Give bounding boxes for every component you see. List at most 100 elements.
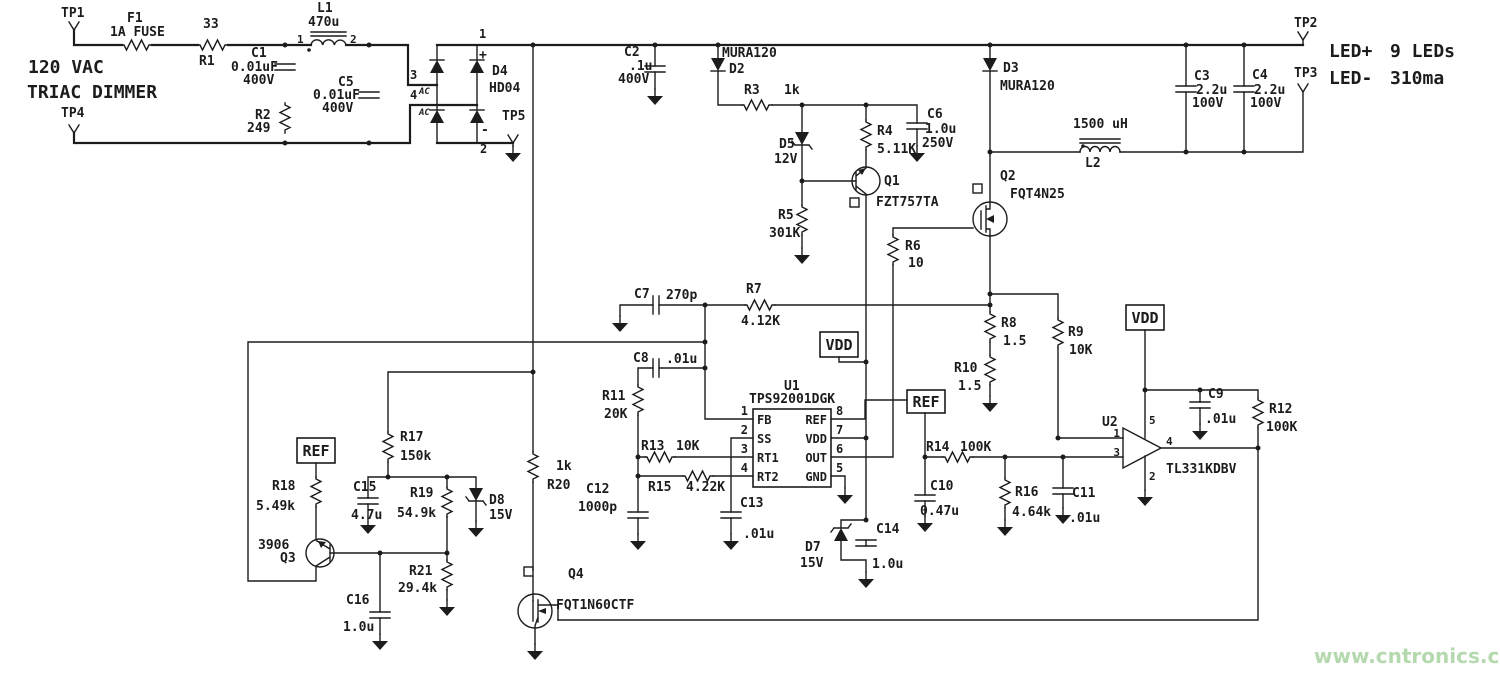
r16-value: 4.64k bbox=[1012, 505, 1051, 520]
resistor-r11 bbox=[632, 384, 644, 416]
r5-value: 301K bbox=[769, 226, 800, 241]
d7-ref: D7 bbox=[805, 540, 821, 555]
u2-ref: U2 bbox=[1102, 415, 1118, 430]
u2-num4: 4 bbox=[1166, 435, 1173, 448]
r20-value: 1k bbox=[556, 459, 572, 474]
ground-icon bbox=[467, 520, 485, 538]
capacitor-c10 bbox=[914, 494, 936, 502]
l1-value: 470u bbox=[308, 15, 339, 30]
tp1-label: TP1 bbox=[61, 6, 85, 21]
d4-ref: D4 bbox=[492, 64, 508, 79]
u2-num1: 1 bbox=[1113, 427, 1120, 440]
ground-icon bbox=[996, 519, 1014, 537]
c1-ref: C1 bbox=[251, 46, 267, 61]
resistor-r6 bbox=[887, 234, 899, 266]
u2-num3: 3 bbox=[1113, 446, 1120, 459]
c2-ref: C2 bbox=[624, 45, 640, 60]
led-current-label: 310ma bbox=[1390, 68, 1444, 89]
c12-ref: C12 bbox=[586, 482, 609, 497]
resistor-r3 bbox=[741, 99, 773, 111]
r11-value: 20K bbox=[604, 407, 628, 422]
r15-ref: R15 bbox=[648, 480, 671, 495]
c2-value: .1u bbox=[629, 59, 652, 74]
wire-bridge-and-tp5 bbox=[436, 44, 514, 147]
r3-value: 1k bbox=[784, 83, 800, 98]
r4-ref: R4 bbox=[877, 124, 893, 139]
resistor-r19 bbox=[441, 486, 453, 518]
c5-voltage: 400V bbox=[322, 101, 353, 116]
u1-num7: 7 bbox=[836, 423, 843, 437]
r13-value: 10K bbox=[676, 439, 700, 454]
u1-pin-ref: REF bbox=[805, 413, 827, 427]
c8-value: .01u bbox=[666, 352, 697, 367]
u2-num5: 5 bbox=[1149, 414, 1156, 427]
vdd-net-label: VDD bbox=[1131, 309, 1158, 327]
resistor-r10 bbox=[984, 354, 996, 386]
c4-value: 2.2u bbox=[1254, 83, 1285, 98]
u1-pin-out: OUT bbox=[805, 451, 827, 465]
c5-ref: C5 bbox=[338, 75, 354, 90]
tp2-label: TP2 bbox=[1294, 16, 1317, 31]
c2-voltage: 400V bbox=[618, 72, 649, 87]
testpoint-tp4-icon bbox=[68, 124, 80, 134]
r8-ref: R8 bbox=[1001, 316, 1017, 331]
resistor-r21 bbox=[441, 559, 453, 591]
capacitor-c13 bbox=[720, 511, 742, 519]
ground-icon bbox=[611, 315, 629, 333]
ground-icon bbox=[526, 643, 544, 661]
u2-num2: 2 bbox=[1149, 470, 1156, 483]
d7-value: 15V bbox=[800, 556, 824, 571]
d5-ref: D5 bbox=[779, 137, 795, 152]
r17-ref: R17 bbox=[400, 430, 423, 445]
l2-ref: L2 bbox=[1085, 156, 1101, 171]
r21-value: 29.4k bbox=[398, 581, 437, 596]
r12-ref: R12 bbox=[1269, 402, 1292, 417]
bridge-diode-icon bbox=[429, 109, 445, 124]
ground-icon bbox=[793, 247, 811, 265]
capacitor-c3 bbox=[1175, 85, 1197, 93]
source-line1: 120 VAC bbox=[28, 57, 104, 78]
u1-value: TPS92001DGK bbox=[749, 392, 835, 407]
resistor-r1 bbox=[197, 39, 229, 51]
vdd-net-box bbox=[1125, 304, 1165, 331]
capacitor-c8 bbox=[652, 358, 660, 378]
fuse-f1 bbox=[121, 39, 153, 51]
resistor-r9 bbox=[1052, 317, 1064, 349]
bridge-diode-icon bbox=[469, 109, 485, 124]
u2-value: TL331KDBV bbox=[1166, 462, 1237, 477]
d2-value: MURA120 bbox=[722, 46, 777, 61]
u1-pin-fb: FB bbox=[757, 413, 771, 427]
d3-value: MURA120 bbox=[1000, 79, 1055, 94]
transistor-q1 bbox=[849, 166, 881, 208]
d4-ac1: AC bbox=[418, 87, 430, 97]
transistor-q3 bbox=[305, 538, 335, 568]
u1-pin-rt2: RT2 bbox=[757, 470, 779, 484]
source-line2: TRIAC DIMMER bbox=[27, 82, 157, 103]
u1-num1: 1 bbox=[741, 404, 748, 418]
vdd-net-label: VDD bbox=[825, 336, 852, 354]
c10-value: 0.47u bbox=[920, 504, 959, 519]
r1-value: 33 bbox=[203, 17, 219, 32]
resistor-r18 bbox=[310, 476, 322, 508]
c5-value: 0.01uF bbox=[313, 88, 360, 103]
c7-ref: C7 bbox=[634, 287, 650, 302]
r16-ref: R16 bbox=[1015, 485, 1039, 500]
r7-value: 4.12K bbox=[741, 314, 780, 329]
capacitor-c16 bbox=[369, 611, 391, 619]
ground-icon bbox=[371, 633, 389, 651]
junction-dots bbox=[282, 42, 1261, 556]
r10-ref: R10 bbox=[954, 361, 978, 376]
inductor-l1 bbox=[307, 31, 347, 52]
r4-value: 5.11K bbox=[877, 142, 916, 157]
q3-value: 3906 bbox=[258, 538, 289, 553]
q1-ref: Q1 bbox=[884, 174, 900, 189]
tp3-label: TP3 bbox=[1294, 66, 1317, 81]
c3-ref: C3 bbox=[1194, 69, 1210, 84]
d2-ref: D2 bbox=[729, 62, 745, 77]
bridge-diode-icon bbox=[429, 59, 445, 74]
c6-ref: C6 bbox=[927, 107, 943, 122]
c4-voltage: 100V bbox=[1250, 96, 1281, 111]
d4-minus: - bbox=[481, 123, 489, 138]
u2-comparator-body bbox=[1122, 426, 1163, 470]
c9-ref: C9 bbox=[1208, 387, 1224, 402]
